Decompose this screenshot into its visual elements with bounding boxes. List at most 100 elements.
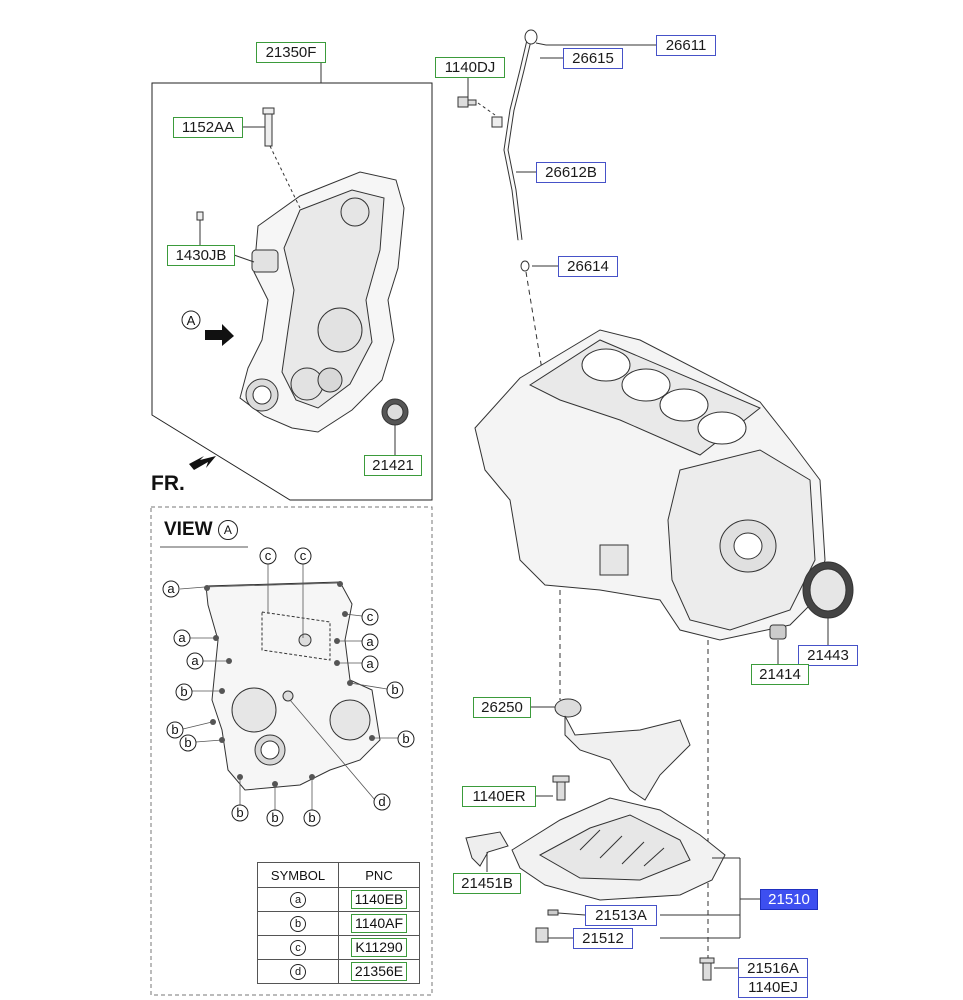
- legend-pnc-link[interactable]: K11290: [351, 938, 407, 957]
- legend-symbol: c: [290, 940, 306, 956]
- strainer-bolt-part: [552, 775, 570, 801]
- callout-b: b: [303, 809, 321, 827]
- legend-symbol-cell: d: [257, 959, 339, 984]
- front-direction-label: FR.: [151, 472, 185, 495]
- legend-pnc-cell: 21356E: [338, 959, 420, 984]
- part-label-21513A[interactable]: 21513A: [585, 905, 657, 926]
- callout-b: b: [166, 721, 184, 739]
- callout-circles: a c c c a a a a b b b b b b b b d: [162, 547, 415, 827]
- svg-text:b: b: [180, 684, 187, 699]
- legend-symbol-cell: b: [257, 911, 339, 936]
- drain-plug-part: [535, 927, 549, 943]
- part-label-26612B[interactable]: 26612B: [536, 162, 606, 183]
- legend-row: a 1140EB: [257, 887, 420, 912]
- view-a-bolt-points: [204, 581, 375, 787]
- part-label-1152AA[interactable]: 1152AA: [173, 117, 243, 138]
- svg-text:c: c: [300, 548, 307, 563]
- part-label-21516A[interactable]: 21516A: [738, 958, 808, 979]
- part-label-26250[interactable]: 26250: [473, 697, 531, 718]
- part-label-26615[interactable]: 26615: [563, 48, 623, 69]
- part-label-21451B[interactable]: 21451B: [453, 873, 521, 894]
- view-a-cover-drawing: [205, 581, 381, 791]
- part-label-1140EJ[interactable]: 1140EJ: [738, 977, 808, 998]
- legend-symbol: a: [290, 892, 306, 908]
- callout-a: a: [186, 652, 204, 670]
- oil-pan-part: [511, 797, 726, 901]
- part-label-21512[interactable]: 21512: [573, 928, 633, 949]
- callout-b: b: [386, 681, 404, 699]
- legend-row: d 21356E: [257, 959, 420, 984]
- part-label-21421[interactable]: 21421: [364, 455, 422, 476]
- legend-pnc-cell: K11290: [338, 935, 420, 960]
- callout-b: b: [231, 804, 249, 822]
- baffle-part: [465, 831, 509, 867]
- legend-pnc-link[interactable]: 1140AF: [351, 914, 407, 933]
- callout-a: a: [361, 633, 379, 651]
- timing-cover-frame: [151, 82, 433, 501]
- symbol-pnc-table: SYMBOL PNC a 1140EB b 1140AF c K11290 d …: [257, 862, 420, 984]
- part-label-21443[interactable]: 21443: [798, 645, 858, 666]
- part-label-21510[interactable]: 21510: [760, 889, 818, 910]
- view-title-text: VIEW: [164, 519, 213, 540]
- sensor-part: [769, 624, 787, 640]
- legend-pnc-link[interactable]: 21356E: [350, 962, 408, 981]
- svg-text:a: a: [366, 656, 374, 671]
- timing-cover-part: [239, 171, 405, 433]
- svg-text:b: b: [391, 682, 398, 697]
- callout-d: d: [373, 793, 391, 811]
- callout-a: a: [162, 580, 180, 598]
- callout-c: c: [361, 608, 379, 626]
- part-label-1140DJ[interactable]: 1140DJ: [435, 57, 505, 78]
- front-arrow: [189, 456, 216, 470]
- part-label-21414[interactable]: 21414: [751, 664, 809, 685]
- view-a-circle-marker: [181, 310, 201, 330]
- svg-text:d: d: [378, 794, 385, 809]
- oil-seal-part: [381, 398, 409, 426]
- part-label-21350F[interactable]: 21350F: [256, 42, 326, 63]
- rear-oil-seal-part: [802, 561, 854, 619]
- view-a-arrow: [205, 324, 234, 346]
- svg-text:c: c: [367, 609, 374, 624]
- legend-header-row: SYMBOL PNC: [257, 862, 420, 888]
- svg-text:b: b: [308, 810, 315, 825]
- legend-pnc-cell: 1140EB: [338, 887, 420, 912]
- svg-text:b: b: [271, 810, 278, 825]
- dipstick-bolt-part: [457, 96, 477, 108]
- part-label-26611[interactable]: 26611: [656, 35, 716, 56]
- legend-symbol: b: [290, 916, 306, 932]
- callout-b: b: [175, 683, 193, 701]
- stud-bolt-part: [262, 107, 275, 147]
- legend-row: b 1140AF: [257, 911, 420, 936]
- view-a-title: VIEW A: [164, 519, 238, 541]
- legend-pnc-cell: 1140AF: [338, 911, 420, 936]
- view-a-frame: [150, 506, 433, 996]
- svg-text:b: b: [236, 805, 243, 820]
- drain-gasket-part: [547, 909, 559, 916]
- svg-text:b: b: [402, 731, 409, 746]
- legend-symbol: d: [290, 964, 306, 980]
- part-label-1140ER[interactable]: 1140ER: [462, 786, 536, 807]
- callout-c: c: [259, 547, 277, 565]
- svg-text:b: b: [184, 735, 191, 750]
- view-title-marker: A: [217, 519, 238, 540]
- svg-text:b: b: [171, 722, 178, 737]
- callout-a: a: [361, 655, 379, 673]
- legend-pnc-link[interactable]: 1140EB: [350, 890, 408, 909]
- part-label-1430JB[interactable]: 1430JB: [167, 245, 235, 266]
- svg-text:a: a: [366, 634, 374, 649]
- legend-header-pnc: PNC: [338, 862, 420, 888]
- svg-text:c: c: [265, 548, 272, 563]
- dowel-pin-part: [196, 211, 204, 221]
- dipstick-part: [491, 29, 538, 272]
- callout-a: a: [173, 629, 191, 647]
- callout-b: b: [179, 734, 197, 752]
- legend-header-symbol: SYMBOL: [257, 862, 339, 888]
- engine-block-part: [474, 329, 826, 641]
- legend-row: c K11290: [257, 935, 420, 960]
- callout-b: b: [266, 809, 284, 827]
- pan-bolt-part: [699, 957, 715, 981]
- part-label-26614[interactable]: 26614: [558, 256, 618, 277]
- legend-symbol-cell: c: [257, 935, 339, 960]
- callout-c: c: [294, 547, 312, 565]
